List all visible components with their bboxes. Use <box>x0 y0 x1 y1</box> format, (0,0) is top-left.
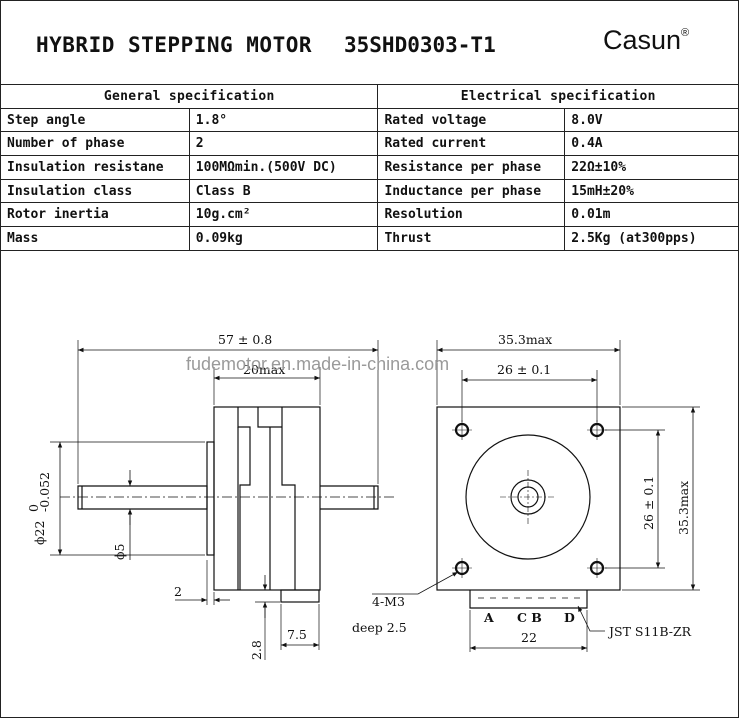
shaft-right <box>320 485 379 510</box>
dim-connector-height: 2.8 <box>249 640 264 660</box>
electrical-label: Rated current <box>377 131 566 157</box>
svg-text:ϕ22: ϕ22 <box>32 521 47 545</box>
brand-logo: Casun® <box>603 25 689 56</box>
dim-shaft-diameter: ϕ22 0 -0.052 <box>26 472 52 545</box>
registered-mark: ® <box>681 27 690 39</box>
mounting-hole <box>587 558 607 578</box>
watermark: fudemotor.en.made-in-china.com <box>186 354 449 374</box>
spec-table: General specification Electrical specifi… <box>0 84 739 251</box>
general-label: Number of phase <box>0 131 190 157</box>
dim-front-height: 35.3max <box>676 481 691 535</box>
svg-text:26 ± 0.1: 26 ± 0.1 <box>641 476 656 530</box>
dim-front-width: 35.3max <box>498 332 552 347</box>
motor-flange <box>206 441 215 556</box>
motor-face <box>436 406 621 591</box>
motor-body <box>213 406 321 591</box>
spec-row: Number of phase 2 Rated current 0.4A <box>0 131 739 157</box>
connector-type-label: JST S11B-ZR <box>607 624 692 639</box>
general-label: Insulation resistane <box>0 155 190 180</box>
spec-row: Rotor inertia 10g.cm² Resolution 0.01m <box>0 202 739 228</box>
shaft-left <box>77 485 208 510</box>
electrical-label: Resolution <box>377 202 566 228</box>
spec-row: Insulation resistane 100MΩmin.(500V DC) … <box>0 155 739 180</box>
dim-body-length: 20max <box>243 362 285 377</box>
svg-text:0: 0 <box>26 504 41 512</box>
dim-connector-width: 22 <box>521 630 537 645</box>
electrical-label: Resistance per phase <box>377 155 566 180</box>
spec-header-row: General specification Electrical specifi… <box>0 84 739 109</box>
slot-profile <box>237 407 296 590</box>
connector-front <box>469 590 588 609</box>
mounting-holes-depth: deep 2.5 <box>352 620 407 635</box>
general-value: 10g.cm² <box>188 202 379 228</box>
dim-shaft-small: ϕ5 <box>112 544 127 560</box>
general-label: Rotor inertia <box>0 202 190 228</box>
mounting-holes-label: 4-M3 <box>372 594 405 609</box>
dim-hole-spacing: 26 ± 0.1 <box>497 362 551 377</box>
electrical-value: 2.5Kg (at300pps) <box>564 226 739 251</box>
motor-boss-outer <box>465 434 591 560</box>
mounting-hole <box>587 420 607 440</box>
connector-side <box>280 589 320 603</box>
brand-name: Casun <box>603 25 682 55</box>
general-spec-heading: General specification <box>0 84 379 109</box>
electrical-label: Thrust <box>377 226 566 251</box>
mounting-hole <box>452 420 472 440</box>
general-value: Class B <box>188 178 379 204</box>
pin-label-a: A <box>483 610 494 625</box>
general-label: Insulation class <box>0 178 190 204</box>
side-view <box>50 340 395 660</box>
svg-text:ϕ5: ϕ5 <box>112 544 127 560</box>
general-label: Mass <box>0 226 190 251</box>
electrical-spec-heading: Electrical specification <box>377 84 739 109</box>
dim-flange: 2 <box>174 584 182 599</box>
front-view <box>372 340 700 652</box>
electrical-label: Inductance per phase <box>377 178 566 204</box>
mounting-hole <box>452 558 472 578</box>
general-value: 1.8° <box>188 107 379 133</box>
electrical-value: 22Ω±10% <box>564 155 739 180</box>
spec-row: Mass 0.09kg Thrust 2.5Kg (at300pps) <box>0 226 739 251</box>
product-title: HYBRID STEPPING MOTOR <box>36 33 313 57</box>
dim-connector-depth: 7.5 <box>287 627 307 642</box>
dim-overall-length: 57 ± 0.8 <box>218 332 272 347</box>
spec-row: Insulation class Class B Inductance per … <box>0 178 739 204</box>
electrical-label: Rated voltage <box>377 107 566 133</box>
pin-label-d: D <box>564 610 575 625</box>
electrical-value: 0.4A <box>564 131 739 157</box>
model-number: 35SHD0303-T1 <box>344 33 496 57</box>
spec-row: Step angle 1.8° Rated voltage 8.0V <box>0 107 739 133</box>
svg-text:2.8: 2.8 <box>249 640 264 660</box>
pin-label-cb: C B <box>517 610 542 625</box>
general-label: Step angle <box>0 107 190 133</box>
svg-text:35.3max: 35.3max <box>676 481 691 535</box>
dim-height-spacing: 26 ± 0.1 <box>641 476 656 530</box>
svg-text:-0.052: -0.052 <box>37 472 52 512</box>
general-value: 0.09kg <box>188 226 379 251</box>
